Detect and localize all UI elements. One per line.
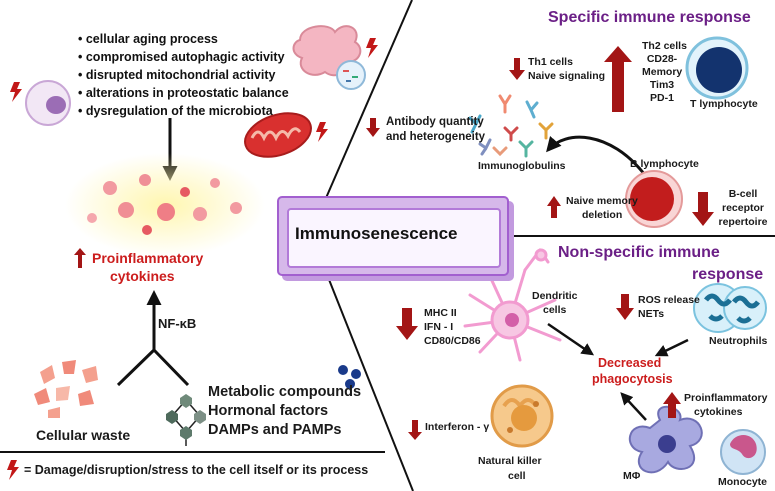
center-box (277, 196, 509, 276)
center-inner (287, 208, 501, 268)
dendritic-line-2: cells (543, 304, 567, 316)
interferon-label: Interferon - γ (425, 421, 490, 433)
nfkb-label: NF-κB (158, 316, 197, 331)
t-lymphocyte-label: T lymphocyte (690, 98, 758, 110)
neutrophils-icon (693, 283, 767, 333)
bacteria-icon (336, 60, 366, 90)
b-lymphocyte-label: B lymphocyte (630, 158, 699, 170)
naive-memory-line-2: deletion (582, 209, 623, 221)
lightning-icon (7, 460, 19, 480)
decreased-line-2: phagocytosis (592, 372, 673, 386)
nonspecific-heading-line-1: Non-specific immune (558, 244, 720, 261)
nfkb-fork (116, 348, 190, 387)
metabolite-dots-icon (338, 365, 361, 389)
th1-line-1: Th1 cells (528, 56, 573, 68)
lightning-icon (10, 82, 22, 102)
marker-item: CD80/CD86 (424, 335, 481, 347)
sources-line-2: Hormonal factors (208, 403, 329, 419)
dendritic-line-1: Dendritic (532, 290, 578, 302)
macrophage-icon (628, 405, 703, 474)
list-item: alterations in proteostatic balance (78, 84, 289, 102)
marker-item: IFN - I (424, 321, 454, 333)
list-item: cellular aging process (78, 30, 289, 48)
ros-line-1: ROS release (638, 294, 700, 306)
list-item: compromised autophagic activity (78, 48, 289, 66)
aging-factors-list: cellular aging process compromised autop… (78, 30, 289, 120)
nk-line-2: cell (508, 470, 526, 482)
up-arrow-icon (604, 46, 632, 112)
bcell-item: repertoire (718, 216, 768, 228)
th2-item: CD28- (646, 53, 678, 65)
down-arrow-icon (509, 58, 525, 80)
bcell-repertoire: B-cell receptor repertoire (718, 187, 768, 229)
cytokine-cluster (65, 153, 265, 257)
marker-item: MHC II (424, 307, 457, 319)
mitochondria-icon (244, 112, 312, 158)
naive-memory-line-1: Naive memory (566, 195, 638, 207)
legend-text: = Damage/disruption/stress to the cell i… (24, 463, 369, 477)
arrow-neutro-to-phago (654, 338, 689, 357)
th2-item: Th2 cells (642, 40, 687, 52)
up-arrow-icon (663, 392, 681, 418)
up-arrow-icon (547, 196, 561, 218)
ros-line-2: NETs (638, 308, 665, 320)
up-arrow-icon (74, 248, 86, 268)
proinflam-line-1: Proinflammatory (684, 392, 768, 404)
decreased-line-1: Decreased (598, 356, 662, 370)
list-item: disrupted mitochondrial activity (78, 66, 289, 84)
dc-markers: MHC II IFN - I CD80/CD86 (424, 306, 481, 348)
lightning-icon (316, 122, 328, 142)
down-arrow-icon (396, 308, 418, 340)
monocyte-icon (720, 429, 766, 475)
macrophage-label: MΦ (623, 470, 641, 482)
immunoglobulins-icon (468, 94, 554, 158)
list-item: dysregulation of the microbiota (78, 102, 289, 120)
bcell-item: receptor (721, 202, 764, 214)
arrow-b-to-ig (546, 135, 647, 176)
arrow-dc-to-phago (547, 322, 595, 356)
natural-killer-icon (490, 384, 554, 448)
down-arrow-icon (366, 118, 380, 137)
sources-line-3: DAMPs and PAMPs (208, 422, 342, 438)
arrow-mac-to-phago (620, 392, 647, 421)
down-arrow-icon (408, 420, 422, 440)
th2-item: PD-1 (650, 92, 674, 104)
b-lymphocyte-icon (625, 170, 683, 228)
th1-line-2: Naive signaling (528, 70, 606, 82)
main-title: Immunosenescence (295, 224, 458, 243)
down-arrow-icon (692, 192, 714, 226)
aging-cell-icon (25, 80, 71, 126)
down-arrow-icon (616, 294, 634, 320)
t-lymphocyte-icon (685, 36, 749, 100)
molecule-icon (166, 394, 206, 446)
specific-heading: Specific immune response (548, 9, 751, 26)
neutrophils-label: Neutrophils (709, 335, 768, 347)
th2-list: Th2 cells CD28- Memory Tim3 PD-1 (642, 40, 687, 105)
antibody-line-1: Antibody quantity (386, 116, 484, 128)
antibody-line-2: and heterogeneity (386, 131, 486, 143)
proinflammatory-label: Proinflammatory (92, 250, 204, 266)
nonspecific-heading-line-2: response (692, 266, 764, 283)
nk-line-1: Natural killer (478, 455, 542, 467)
monocyte-label: Monocyte (718, 476, 768, 488)
bcell-item: B-cell (728, 188, 758, 200)
sources-line-1: Metabolic compounds (208, 384, 362, 400)
immunoglobulins-label: Immunoglobulins (478, 160, 566, 172)
th2-item: Tim3 (649, 79, 675, 91)
dendritic-cell-icon (463, 248, 562, 362)
lightning-icon (366, 38, 378, 58)
th2-item: Memory (642, 66, 683, 78)
cytokines-label: cytokines (110, 268, 175, 284)
proinflam-line-2: cytokines (694, 406, 743, 418)
cellular-waste-icon (34, 360, 98, 418)
cellular-waste-label: Cellular waste (36, 427, 131, 443)
